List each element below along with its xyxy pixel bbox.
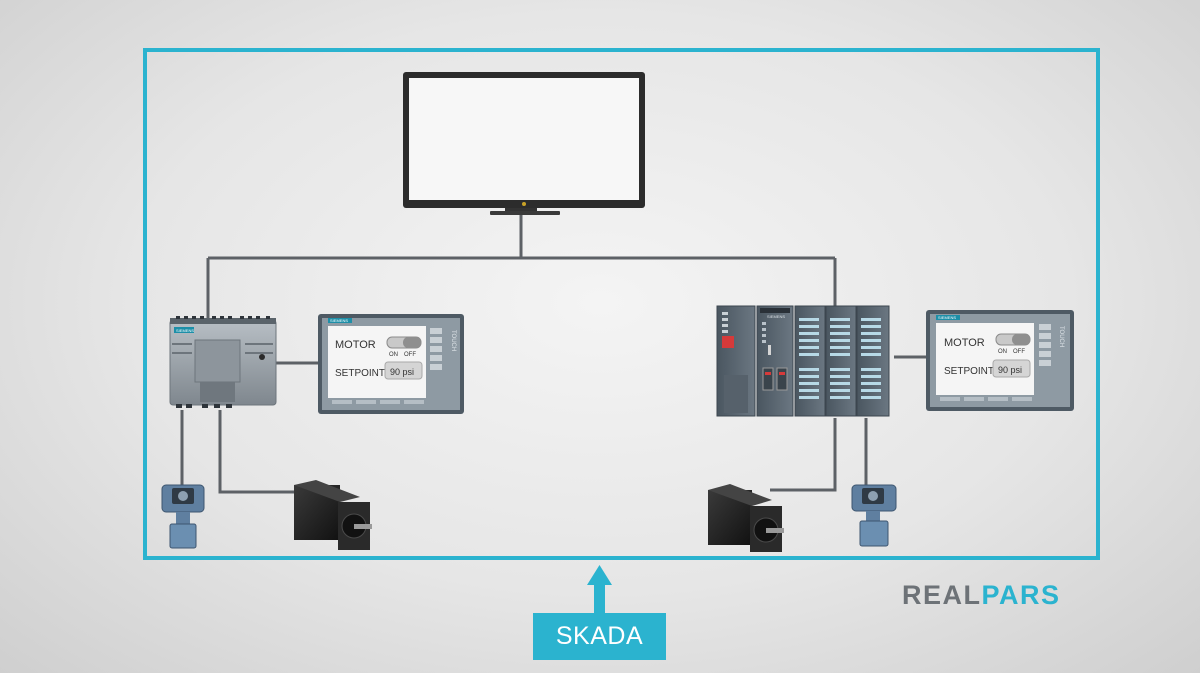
hmi-panel-right: SIEMENS TOUCH MOTOR ON OFF SETPOINT 90 p… <box>926 310 1074 411</box>
hmi-left-off-label: OFF <box>404 352 416 358</box>
hmi-right-off-label: OFF <box>1013 349 1025 355</box>
servo-motor-icon-right <box>708 484 784 552</box>
hmi-right-side-label: TOUCH <box>1058 326 1064 347</box>
logo-part-pars: PARS <box>981 580 1061 610</box>
hmi-right-setpoint-field[interactable] <box>992 359 1031 378</box>
hmi-left-brand: SIEMENS <box>330 318 348 323</box>
pressure-transmitter-icon-right <box>851 484 897 547</box>
scada-boundary-frame <box>143 48 1100 560</box>
up-arrow-icon <box>587 565 612 613</box>
plc-left-brand: SIEMENS <box>176 328 194 333</box>
plc-compact-icon: SIEMENS <box>169 316 277 408</box>
servo-motor-icon <box>294 480 372 550</box>
hmi-left-on-label: ON <box>389 352 398 358</box>
rack-io-modules <box>794 305 890 417</box>
plc-rack-icon: SIEMENS <box>716 305 890 417</box>
hmi-left-setpoint-field[interactable] <box>384 361 423 380</box>
skada-label-box: SKADA <box>533 613 666 660</box>
pressure-transmitter-icon <box>161 484 205 549</box>
hmi-left-motor-label: MOTOR <box>335 339 376 351</box>
hmi-left-motor-switch[interactable] <box>386 336 422 349</box>
hmi-right-on-label: ON <box>998 349 1007 355</box>
hmi-left-setpoint-value: 90 psi <box>390 367 414 377</box>
skada-label: SKADA <box>555 622 644 650</box>
hmi-right-setpoint-value: 90 psi <box>998 365 1022 375</box>
plc-right-brand: SIEMENS <box>767 314 785 319</box>
network-wires <box>180 214 926 494</box>
hmi-left-setpoint-label: SETPOINT <box>335 368 385 379</box>
logo-part-real: REAL <box>902 580 982 610</box>
monitor-icon <box>403 72 645 215</box>
hmi-right-setpoint-label: SETPOINT <box>944 366 994 377</box>
hmi-right-brand: SIEMENS <box>938 315 956 320</box>
hmi-right-motor-label: MOTOR <box>944 337 985 349</box>
hmi-panel-left: SIEMENS TOUCH MOTOR ON OFF SETPOINT 90 p… <box>318 314 464 414</box>
realpars-logo: REALPARS <box>902 580 1061 611</box>
hmi-left-side-label: TOUCH <box>450 330 456 351</box>
hmi-right-motor-switch[interactable] <box>995 333 1031 346</box>
